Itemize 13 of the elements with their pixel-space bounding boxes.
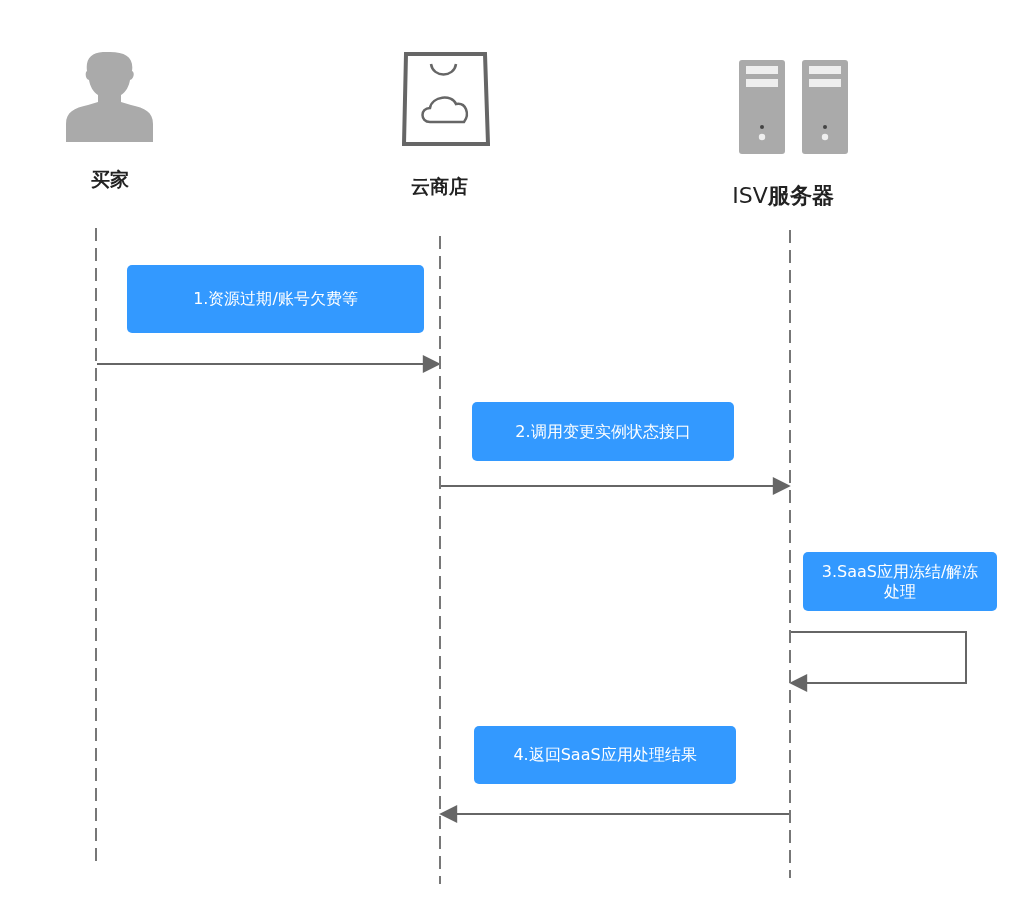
message-box: 3.SaaS应用冻结/解冻处理 [803,552,997,611]
arrow [789,631,967,692]
lifeline [439,236,441,884]
message-box: 1.资源过期/账号欠费等 [127,265,424,333]
arrow [96,355,441,373]
arrow [439,805,790,823]
actor-label: 买家 [91,167,129,192]
message-box: 4.返回SaaS应用处理结果 [474,726,736,784]
actor-label: 云商店 [410,174,468,199]
lifeline [789,230,791,878]
actor-label: ISV服务器 [732,182,834,210]
message-box: 2.调用变更实例状态接口 [472,402,734,461]
arrow [440,477,791,495]
